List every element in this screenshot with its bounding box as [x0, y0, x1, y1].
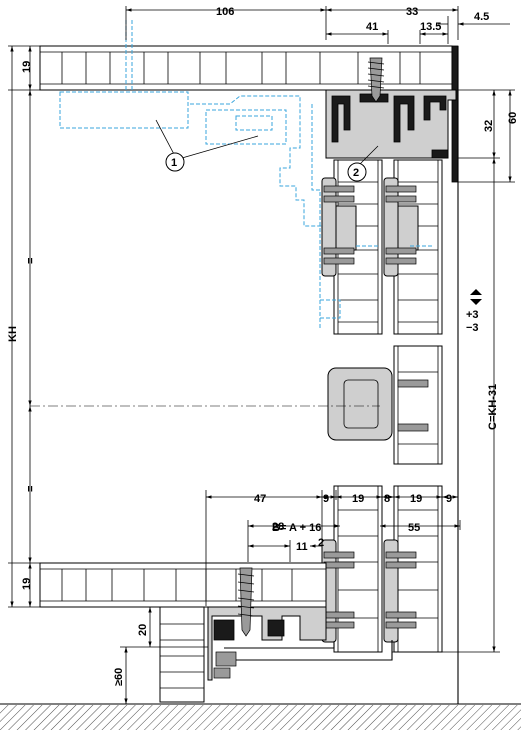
- hidden-fitting-outline: [59, 20, 432, 330]
- dim-28: 28: [272, 521, 284, 533]
- dim-60: 60: [507, 112, 519, 124]
- dim-c-formula: C=KH-31: [487, 384, 499, 430]
- dim-4-5: 4.5: [474, 11, 489, 23]
- top-screw: [367, 57, 385, 103]
- dim-9-left: 9: [323, 493, 329, 505]
- dim-2: 2: [318, 537, 324, 549]
- dim-33: 33: [406, 6, 418, 18]
- adjust-minus: −3: [466, 322, 479, 334]
- bottom-screw: [237, 567, 255, 637]
- top-end-cap: [451, 45, 459, 183]
- dim-55: 55: [408, 522, 420, 534]
- dim-11: 11: [296, 541, 308, 553]
- dim-32: 32: [483, 120, 495, 132]
- callout-1: 1: [155, 119, 259, 172]
- handle-block: [327, 367, 429, 441]
- upper-runner-front: [321, 177, 357, 277]
- plinth: [159, 606, 205, 703]
- svg-text:1: 1: [171, 157, 177, 169]
- top-carcass-panel: [39, 45, 453, 91]
- dim-19-front: 19: [352, 493, 364, 505]
- dim-20: 20: [137, 624, 149, 636]
- dim-b-formula: B= A + 16: [272, 522, 321, 534]
- dim-19-rear: 19: [410, 493, 422, 505]
- svg-text:2: 2: [353, 167, 359, 179]
- adjust-arrow-icon: [470, 289, 482, 305]
- dim-kh: KH: [7, 326, 19, 342]
- dim-bottom-19: 19: [21, 578, 33, 590]
- door-leaf-middle: [393, 345, 443, 465]
- callout-2: 2: [347, 145, 379, 182]
- dim-eq-bottom: =: [25, 486, 37, 492]
- top-track-profile: [325, 89, 457, 159]
- dim-106: 106: [216, 6, 234, 18]
- dim-47: 47: [254, 493, 266, 505]
- dim-eq-top: =: [25, 258, 37, 264]
- upper-runner-rear: [383, 177, 419, 277]
- dim-9-right: 9: [446, 493, 452, 505]
- lower-runner-rear: [383, 539, 417, 643]
- dim-60-min: ≥60: [113, 668, 125, 686]
- dim-top-19: 19: [21, 61, 33, 73]
- bottom-carcass-panel: [39, 562, 327, 608]
- bottom-track-profile: [207, 606, 393, 681]
- dim-8: 8: [384, 493, 390, 505]
- adjust-plus: +3: [466, 309, 479, 321]
- dim-13-5: 13.5: [420, 21, 441, 33]
- dim-41: 41: [366, 21, 378, 33]
- floor: [0, 703, 521, 730]
